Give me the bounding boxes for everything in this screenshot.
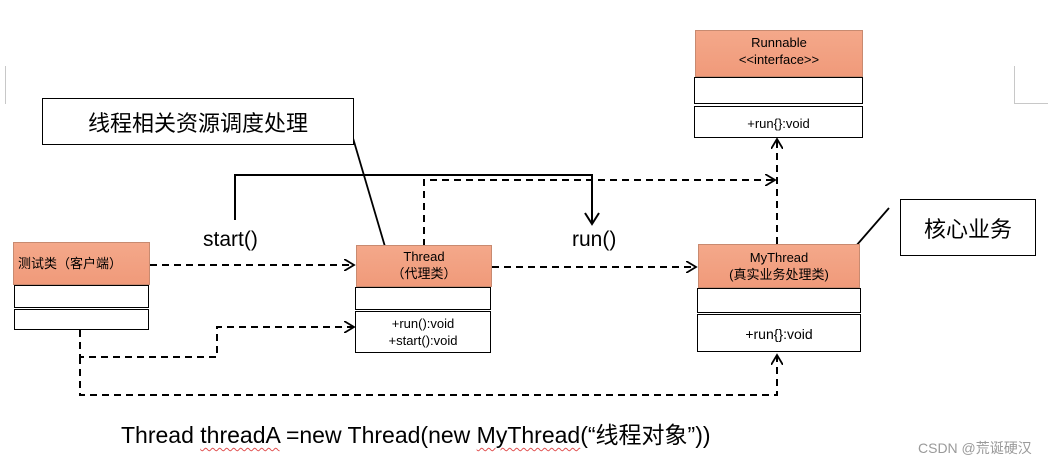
runnable-stereotype: <<interface>>	[738, 52, 820, 67]
label-start: start()	[203, 228, 258, 251]
mythread-attributes	[697, 288, 861, 313]
runnable-methods: +run{}:void	[694, 106, 863, 138]
note-thread-text: 线程相关资源调度处理	[87, 110, 308, 136]
code-line: Thread threadA =new Thread(new MyThread(…	[121, 416, 711, 450]
arrow-thread-to-runnable	[423, 180, 775, 246]
thread-method-start: +start():void	[388, 333, 458, 348]
thread-methods: +run():void +start():void	[355, 311, 491, 353]
code-arg: (“线程对象”))	[580, 422, 711, 448]
note-thread-resource-scheduling: 线程相关资源调度处理	[42, 98, 354, 145]
arrow-client-to-thread-methods	[79, 327, 354, 358]
flow-line-start-to-run	[234, 174, 593, 222]
runnable-method-run: +run{}:void	[747, 116, 810, 131]
code-rest: =new Thread(new	[279, 422, 477, 448]
thread-attributes	[355, 287, 491, 310]
note-leader-thread	[349, 127, 387, 251]
mythread-methods: +run{}:void	[697, 314, 861, 352]
client-attributes	[14, 285, 149, 308]
note-core-text: 核心业务	[923, 216, 1012, 242]
thread-method-run: +run():void	[391, 316, 455, 331]
client-methods	[14, 309, 149, 330]
corner-mark-right	[1014, 66, 1048, 104]
corner-mark-left	[0, 66, 6, 104]
mythread-class-header: MyThread (真实业务处理类)	[698, 244, 860, 288]
code-var: threadA	[200, 422, 280, 448]
client-class-name: 测试类（客户端）	[18, 256, 123, 271]
code-class: MyThread	[476, 422, 581, 448]
code-prefix: Thread	[121, 422, 201, 448]
runnable-attributes	[694, 77, 863, 104]
mythread-class-subtitle: (真实业务处理类)	[729, 267, 829, 282]
client-class-header: 测试类（客户端）	[13, 242, 150, 285]
thread-class-subtitle: （代理类）	[391, 266, 457, 281]
flow-arrowhead-run	[584, 212, 600, 226]
label-run: run()	[572, 228, 617, 251]
thread-class-header: Thread （代理类）	[356, 245, 492, 287]
mythread-method-run: +run{}:void	[745, 326, 813, 342]
runnable-class-header: Runnable <<interface>>	[695, 30, 863, 77]
mythread-class-name: MyThread	[749, 250, 809, 265]
watermark: CSDN @荒诞硬汉	[918, 440, 1032, 456]
note-core-business: 核心业务	[900, 199, 1036, 256]
runnable-class-name: Runnable	[751, 35, 807, 50]
arrow-client-to-mythread	[79, 355, 777, 396]
thread-class-name: Thread	[403, 249, 445, 264]
